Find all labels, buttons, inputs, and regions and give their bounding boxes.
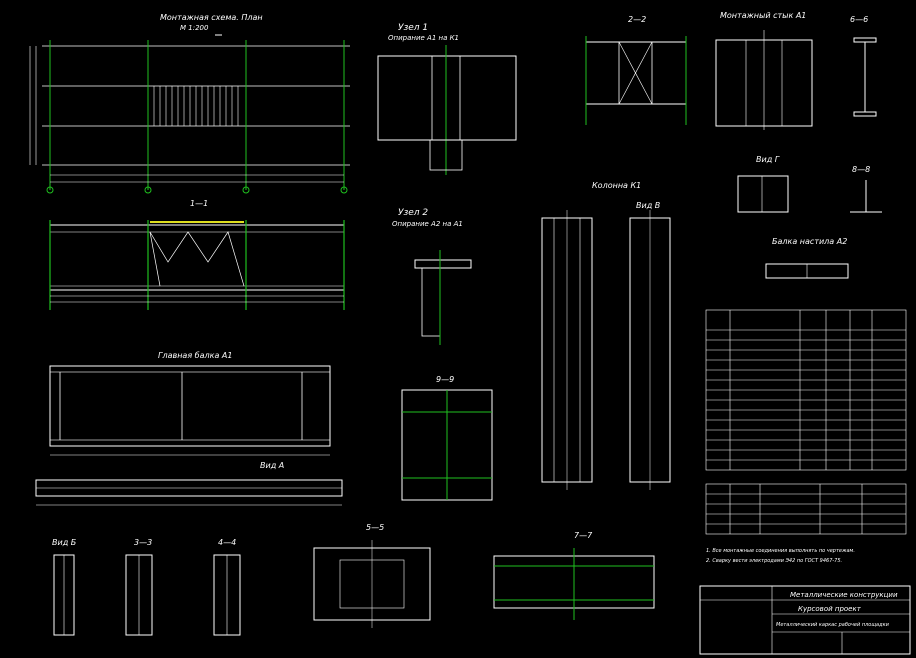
specification-table: [705, 309, 907, 471]
beam-a2-title: Балка настила А2: [772, 237, 847, 246]
section-6-6: 6—6: [850, 15, 877, 117]
node-2: Узел 2 Опирание А2 на А1: [392, 208, 472, 345]
section-8-8: 8—8: [850, 165, 882, 213]
note-1: 1. Все монтажные соединения выполнять по…: [706, 548, 855, 554]
section-1-1: 1—1: [49, 199, 345, 310]
beam-a2: Балка настила А2: [765, 237, 849, 279]
view-g-title: Вид Г: [756, 155, 780, 164]
title-block-subject: Металлический каркас рабочей площадки: [776, 622, 890, 628]
plan-layout: Монтажная схема. План М 1:200: [29, 13, 350, 194]
section-5-5-title: 5—5: [366, 523, 384, 532]
section-4-4: 4—4: [213, 538, 241, 636]
section-3-3-title: 3—3: [134, 538, 152, 547]
section-2-2-title: 2—2: [628, 15, 646, 24]
section-8-8-title: 8—8: [852, 165, 870, 174]
section-9-9: 9—9: [401, 375, 493, 501]
main-beam-a1: Главная балка А1: [49, 351, 331, 456]
title-block: Металлические конструкции Курсовой проек…: [699, 585, 911, 655]
node-1-subtitle: Опирание А1 на К1: [388, 34, 459, 42]
title-block-discipline: Металлические конструкции: [790, 591, 898, 599]
view-v-title: Вид В: [636, 201, 660, 210]
view-g: Вид Г: [737, 155, 789, 213]
note-2: 2. Сварку вести электродами Э42 по ГОСТ …: [706, 558, 842, 564]
section-7-7: 7—7: [493, 531, 655, 620]
steel-summary-table: [705, 483, 907, 535]
node-1: Узел 1 Опирание А1 на К1: [377, 23, 517, 175]
section-2-2: 2—2: [585, 15, 687, 125]
node-2-subtitle: Опирание А2 на А1: [392, 220, 463, 228]
splice-a1-title: Монтажный стык А1: [720, 11, 806, 20]
node-2-title: Узел 2: [398, 208, 428, 218]
section-3-3: 3—3: [125, 538, 153, 636]
section-1-1-title: 1—1: [190, 199, 208, 208]
column-title: Колонна К1: [592, 181, 641, 190]
plan-scale: М 1:200: [180, 24, 209, 32]
view-a-title: Вид А: [260, 461, 284, 470]
section-7-7-title: 7—7: [574, 531, 593, 540]
view-b-title: Вид Б: [52, 538, 77, 547]
node-1-title: Узел 1: [398, 23, 428, 33]
splice-a1: Монтажный стык А1: [715, 11, 813, 130]
plan-title: Монтажная схема. План: [160, 13, 263, 22]
view-a: Вид А: [35, 461, 343, 506]
main-beam-title: Главная балка А1: [158, 351, 232, 360]
view-b: Вид Б: [52, 538, 77, 636]
section-6-6-title: 6—6: [850, 15, 868, 24]
view-v: Вид В: [629, 201, 671, 490]
column-k1: Колонна К1: [541, 181, 641, 490]
section-4-4-title: 4—4: [218, 538, 236, 547]
notes: 1. Все монтажные соединения выполнять по…: [706, 548, 855, 564]
section-9-9-title: 9—9: [436, 375, 454, 384]
title-block-project: Курсовой проект: [798, 605, 862, 613]
section-5-5: 5—5: [313, 523, 431, 628]
